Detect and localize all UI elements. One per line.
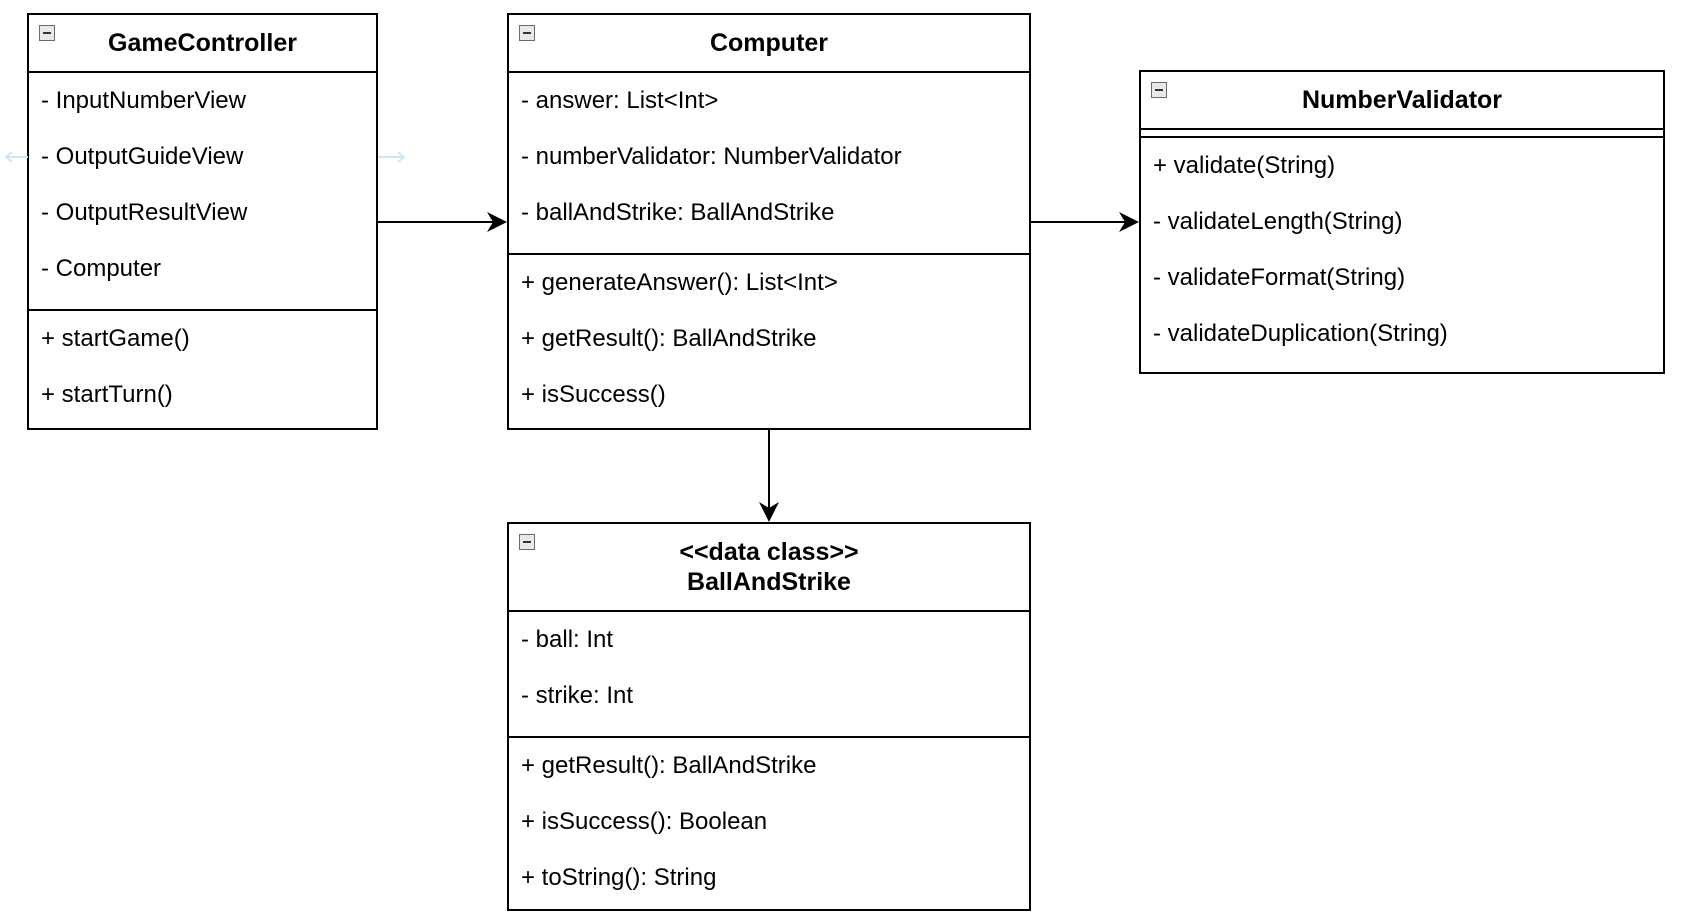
- attribute-row: - ball: Int: [521, 626, 614, 653]
- class-computer[interactable]: Computer - answer: List<Int> - numberVal…: [507, 13, 1031, 430]
- class-ball-and-strike[interactable]: <<data class>> BallAndStrike - ball: Int…: [507, 522, 1031, 911]
- methods-section: + generateAnswer(): List<Int> + getResul…: [509, 253, 1029, 435]
- attributes-section: - InputNumberView - OutputGuideView - Ou…: [29, 73, 376, 309]
- connection-hint-left-arrow: [4, 151, 28, 163]
- class-name: NumberValidator: [1301, 86, 1503, 114]
- class-name: Computer: [709, 29, 829, 57]
- connection-hint-right-arrow: [378, 151, 406, 163]
- method-row: + getResult(): BallAndStrike: [521, 325, 817, 352]
- method-row: + startTurn(): [41, 381, 173, 408]
- class-stereotype: <<data class>>: [679, 538, 859, 566]
- method-row: + isSuccess(): Boolean: [521, 808, 768, 835]
- class-header: Computer: [509, 15, 1029, 73]
- method-row: + isSuccess(): [521, 381, 666, 408]
- attribute-row: - OutputGuideView: [41, 143, 244, 170]
- attribute-row: - InputNumberView: [41, 87, 246, 114]
- collapse-icon[interactable]: [519, 25, 535, 41]
- collapse-icon[interactable]: [39, 25, 55, 41]
- attribute-row: - numberValidator: NumberValidator: [521, 143, 902, 170]
- method-row: - validateFormat(String): [1153, 264, 1406, 291]
- method-row: - validateLength(String): [1153, 208, 1403, 235]
- methods-section: + getResult(): BallAndStrike + isSuccess…: [509, 736, 1029, 918]
- class-header: GameController: [29, 15, 376, 73]
- class-game-controller[interactable]: GameController - InputNumberView - Outpu…: [27, 13, 378, 430]
- method-row: + getResult(): BallAndStrike: [521, 752, 817, 779]
- attribute-row: - strike: Int: [521, 682, 634, 709]
- attribute-row: - Computer: [41, 255, 162, 282]
- attribute-row: - OutputResultView: [41, 199, 248, 226]
- attribute-row: - answer: List<Int>: [521, 87, 719, 114]
- attribute-row: - ballAndStrike: BallAndStrike: [521, 199, 835, 226]
- methods-section: + validate(String) - validateLength(Stri…: [1141, 136, 1663, 374]
- class-header: NumberValidator: [1141, 72, 1663, 130]
- methods-section: + startGame() + startTurn(): [29, 309, 376, 435]
- attributes-section: - answer: List<Int> - numberValidator: N…: [509, 73, 1029, 253]
- collapse-icon[interactable]: [519, 534, 535, 550]
- class-name: BallAndStrike: [687, 568, 851, 596]
- class-number-validator[interactable]: NumberValidator + validate(String) - val…: [1139, 70, 1665, 374]
- attributes-section: - ball: Int - strike: Int: [509, 612, 1029, 736]
- method-row: + validate(String): [1153, 152, 1336, 179]
- method-row: - validateDuplication(String): [1153, 320, 1448, 347]
- collapse-icon[interactable]: [1151, 82, 1167, 98]
- method-row: + generateAnswer(): List<Int>: [521, 269, 838, 296]
- method-row: + startGame(): [41, 325, 190, 352]
- class-name: GameController: [108, 29, 297, 57]
- class-header: <<data class>> BallAndStrike: [509, 524, 1029, 612]
- method-row: + toString(): String: [521, 864, 717, 891]
